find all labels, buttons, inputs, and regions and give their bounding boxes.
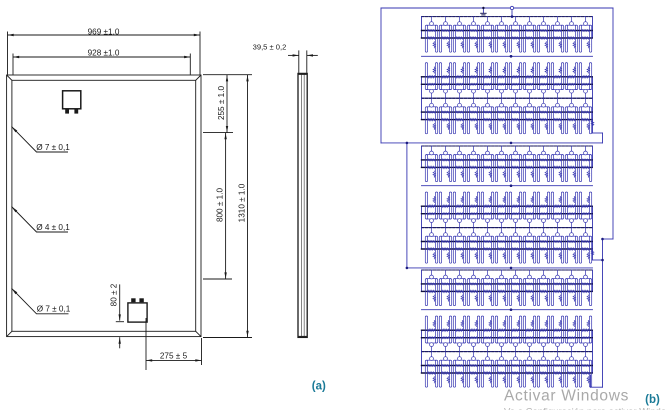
svg-text:Ve a Configuración para activa: Ve a Configuración para activar Windows.: [504, 407, 665, 410]
svg-text:(a): (a): [312, 380, 326, 392]
svg-text:800 ± 1.0: 800 ± 1.0: [216, 188, 225, 223]
svg-text:1310 ± 1.0: 1310 ± 1.0: [238, 183, 247, 222]
svg-text:969 ±1.0: 969 ±1.0: [88, 27, 120, 36]
svg-text:80 ± 2: 80 ± 2: [110, 283, 119, 306]
svg-text:39,5 ± 0,2: 39,5 ± 0,2: [253, 42, 287, 51]
svg-text:275 ± 5: 275 ± 5: [160, 351, 188, 360]
svg-text:Ø 4 ± 0,1: Ø 4 ± 0,1: [36, 223, 70, 232]
svg-text:255 ± 1.0: 255 ± 1.0: [217, 86, 226, 121]
svg-text:Ø 7 ± 0,1: Ø 7 ± 0,1: [36, 143, 70, 152]
svg-text:928 ±1.0: 928 ±1.0: [88, 48, 120, 57]
svg-text:Ø 7 ± 0,1: Ø 7 ± 0,1: [37, 305, 71, 314]
svg-text:(b): (b): [645, 394, 660, 406]
svg-text:Activar Windows: Activar Windows: [504, 388, 629, 405]
